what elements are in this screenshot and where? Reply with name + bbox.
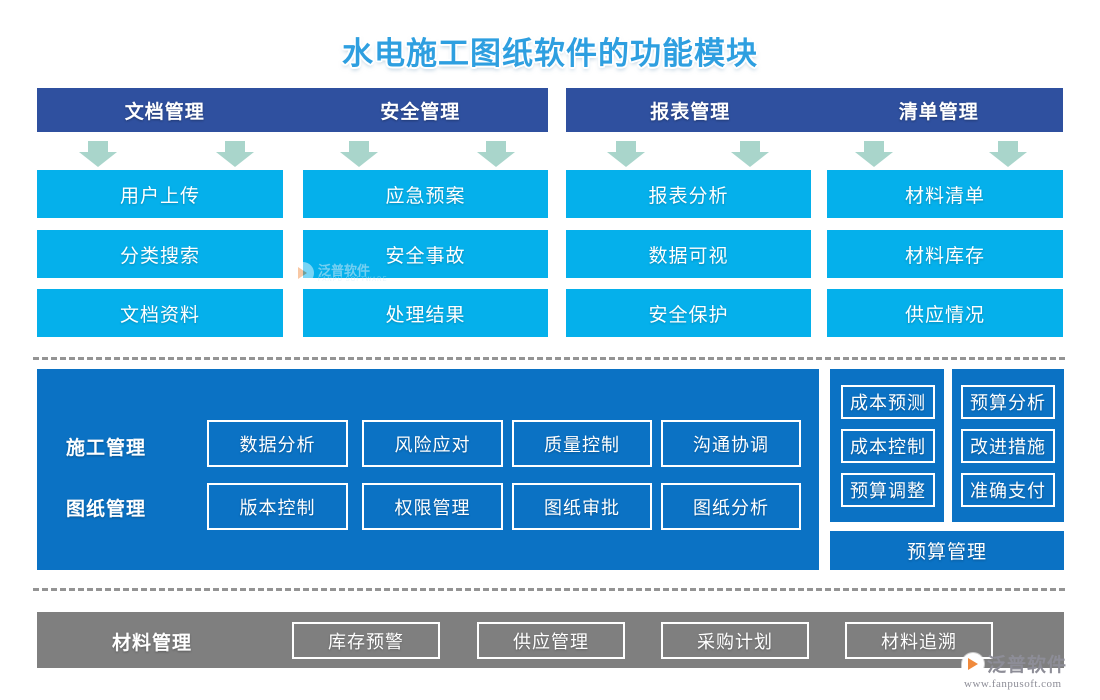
mid-row-label-drawing: 图纸管理 (66, 499, 147, 520)
budget-management-footer[interactable]: 预算管理 (830, 531, 1064, 570)
mid-item-risk-response[interactable]: 风险应对 (362, 420, 503, 467)
construction-drawing-panel (37, 369, 819, 570)
column-item-handling-result[interactable]: 处理结果 (303, 289, 548, 337)
header-cell-safety-management[interactable]: 安全管理 (380, 101, 461, 123)
material-management-label: 材料管理 (112, 633, 193, 654)
brand-logo: 泛普软件 www.fanpusoft.com (962, 650, 1067, 690)
budget-subpanel-cost (830, 369, 944, 522)
budget-item-accurate-pay[interactable]: 准确支付 (961, 473, 1055, 507)
bottom-item-supply-mgmt[interactable]: 供应管理 (477, 622, 625, 659)
mid-item-data-analysis[interactable]: 数据分析 (207, 420, 348, 467)
header-bar-right: 报表管理 清单管理 (566, 88, 1063, 132)
budget-item-budget-analysis[interactable]: 预算分析 (961, 385, 1055, 419)
mid-item-quality-control[interactable]: 质量控制 (512, 420, 652, 467)
down-arrow-icon-col1 (79, 141, 117, 167)
header-bar-left: 文档管理 安全管理 (37, 88, 548, 132)
bottom-item-purchase-plan[interactable]: 采购计划 (661, 622, 809, 659)
down-arrow-icon-col3 (340, 141, 378, 167)
brand-logo-text: 泛普软件 (987, 655, 1068, 676)
brand-logo-icon (962, 652, 984, 675)
column-item-user-upload[interactable]: 用户上传 (37, 170, 283, 218)
column-item-material-list[interactable]: 材料清单 (827, 170, 1063, 218)
brand-logo-url: www.fanpusoft.com (964, 678, 1062, 690)
budget-subpanel-budget (952, 369, 1064, 522)
mid-row-label-construction: 施工管理 (66, 438, 147, 459)
page-title: 水电施工图纸软件的功能模块 (342, 36, 758, 71)
mid-item-version-control[interactable]: 版本控制 (207, 483, 348, 530)
mid-item-drawing-approval[interactable]: 图纸审批 (512, 483, 652, 530)
bottom-item-material-trace[interactable]: 材料追溯 (845, 622, 993, 659)
mid-item-permission-mgmt[interactable]: 权限管理 (362, 483, 503, 530)
header-cell-report-management[interactable]: 报表管理 (650, 101, 731, 123)
header-cell-list-management[interactable]: 清单管理 (898, 101, 979, 123)
mid-item-communication[interactable]: 沟通协调 (661, 420, 801, 467)
budget-item-cost-control[interactable]: 成本控制 (841, 429, 935, 463)
down-arrow-icon-col2 (216, 141, 254, 167)
column-item-safety-protection[interactable]: 安全保护 (566, 289, 811, 337)
down-arrow-icon-col6 (731, 141, 769, 167)
column-item-safety-accident[interactable]: 安全事故 (303, 230, 548, 278)
column-item-data-visual[interactable]: 数据可视 (566, 230, 811, 278)
bottom-item-stock-alert[interactable]: 库存预警 (292, 622, 440, 659)
down-arrow-icon-col5 (607, 141, 645, 167)
down-arrow-icon-col7 (855, 141, 893, 167)
header-cell-document-management[interactable]: 文档管理 (124, 101, 205, 123)
down-arrow-icon-col4 (477, 141, 515, 167)
mid-item-drawing-analysis[interactable]: 图纸分析 (661, 483, 801, 530)
column-item-material-stock[interactable]: 材料库存 (827, 230, 1063, 278)
budget-item-budget-adjust[interactable]: 预算调整 (841, 473, 935, 507)
down-arrow-icon-col8 (989, 141, 1027, 167)
column-item-supply-status[interactable]: 供应情况 (827, 289, 1063, 337)
section-divider-bottom (33, 588, 1065, 591)
section-divider-top (33, 357, 1065, 360)
column-item-category-search[interactable]: 分类搜索 (37, 230, 283, 278)
column-item-document-data[interactable]: 文档资料 (37, 289, 283, 337)
budget-item-cost-forecast[interactable]: 成本预测 (841, 385, 935, 419)
column-item-report-analysis[interactable]: 报表分析 (566, 170, 811, 218)
column-item-emergency-plan[interactable]: 应急预案 (303, 170, 548, 218)
budget-item-improvement[interactable]: 改进措施 (961, 429, 1055, 463)
